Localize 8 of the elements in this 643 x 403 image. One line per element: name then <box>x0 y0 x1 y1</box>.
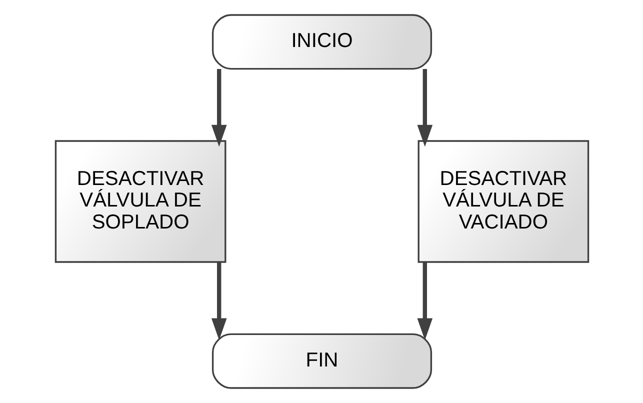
node-box: FIN <box>211 333 432 389</box>
arrow <box>210 68 226 147</box>
node-box: INICIO <box>211 14 432 70</box>
arrow <box>416 68 432 147</box>
node-box: DESACTIVAR VÁLVULA DE SOPLADO <box>54 140 226 263</box>
node-box: DESACTIVAR VÁLVULA DE VACIADO <box>417 140 589 263</box>
arrow <box>416 262 432 340</box>
arrow <box>210 262 226 340</box>
